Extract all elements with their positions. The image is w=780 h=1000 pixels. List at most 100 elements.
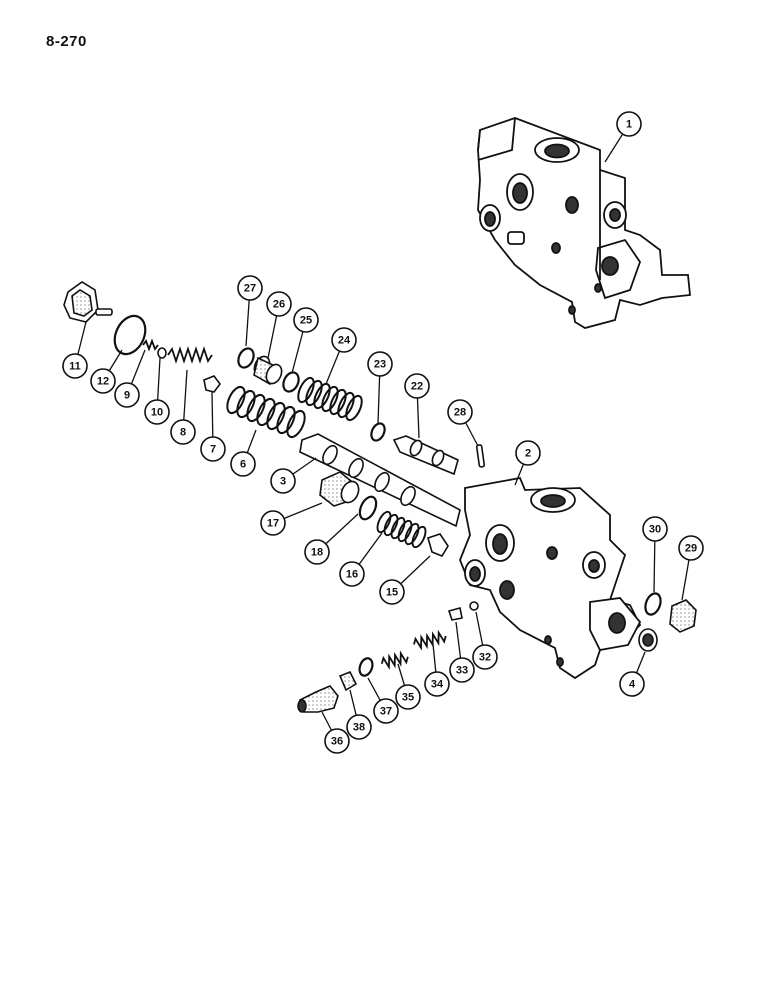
callout-circle [424,671,450,697]
callout-23: 23 [367,351,393,377]
callout-6: 6 [230,451,256,477]
callout-27: 27 [237,275,263,301]
callout-18: 18 [304,539,330,565]
callout-label: 34 [431,679,444,691]
callout-group: 1234678910111215161718222324252627282930… [62,111,704,754]
callout-circle [642,516,668,542]
callout-label: 4 [629,679,636,691]
callout-label: 33 [456,665,468,677]
callout-12: 12 [90,368,116,394]
spool-3 [299,433,461,528]
callout-label: 10 [151,407,163,419]
callout-label: 1 [626,119,632,131]
callout-30: 30 [642,516,668,542]
spool-22 [392,435,459,476]
callout-circle [395,684,421,710]
callout-29: 29 [678,535,704,561]
o-ring-12 [113,314,147,356]
callout-34: 34 [424,671,450,697]
callout-label: 24 [338,335,351,347]
washer-25 [282,371,300,393]
callout-label: 7 [210,444,216,456]
callout-label: 37 [380,706,392,718]
callout-circle [304,539,330,565]
callout-label: 25 [300,315,312,327]
valve-assembly-illustration [477,117,691,329]
o-ring-30 [644,592,662,616]
valve-body-illustration [459,476,642,680]
spring-16 [376,510,427,549]
callout-circle [114,382,140,408]
small-spring-9 [142,338,159,352]
callout-label: 29 [685,543,697,555]
callout-circle [373,698,399,724]
callout-circle [62,353,88,379]
callout-37: 37 [373,698,399,724]
callout-label: 8 [180,427,186,439]
callout-32: 32 [472,644,498,670]
poppet-7 [203,375,221,393]
poppet-15 [427,533,449,557]
callout-circle [230,451,256,477]
o-ring-18 [358,495,378,521]
callout-circle [339,561,365,587]
o-ring-37 [358,657,374,677]
callout-circle [472,644,498,670]
callout-label: 23 [374,359,386,371]
callout-8: 8 [170,419,196,445]
callout-label: 17 [267,518,279,530]
callout-33: 33 [449,657,475,683]
callout-3: 3 [270,468,296,494]
callout-35: 35 [395,684,421,710]
page-number: 8-270 [46,33,87,50]
callout-label: 36 [331,736,343,748]
callout-9: 9 [114,382,140,408]
callout-1: 1 [616,111,642,137]
callout-circle [170,419,196,445]
callout-circle [619,671,645,697]
pin-28 [475,444,486,468]
callout-label: 32 [479,652,491,664]
callout-circle [237,275,263,301]
callout-circle [90,368,116,394]
callout-label: 15 [386,587,398,599]
sleeve-26 [253,355,283,386]
callout-24: 24 [331,327,357,353]
callout-label: 3 [280,476,286,488]
callout-label: 38 [353,722,365,734]
callout-label: 35 [402,692,414,704]
callout-circle [144,399,170,425]
callout-circle [200,436,226,462]
callout-28: 28 [447,399,473,425]
callout-26: 26 [266,291,292,317]
large-spring-6 [226,385,306,439]
callout-circle [266,291,292,317]
spring-34 [413,629,447,651]
callout-36: 36 [324,728,350,754]
callout-25: 25 [293,307,319,333]
spring-35 [380,650,409,671]
callout-circle [616,111,642,137]
callout-circle [346,714,372,740]
spring-24 [297,376,363,422]
callout-circle [260,510,286,536]
callout-circle [515,440,541,466]
callout-label: 11 [69,361,81,373]
callout-circle [331,327,357,353]
fitting-36 [297,685,339,713]
callout-label: 26 [273,299,285,311]
washer-23 [370,422,386,442]
callout-7: 7 [200,436,226,462]
callout-label: 28 [454,407,466,419]
callout-label: 27 [244,283,256,295]
callout-label: 22 [411,381,423,393]
washer-10 [157,347,167,359]
callout-16: 16 [339,561,365,587]
callout-17: 17 [260,510,286,536]
callout-label: 9 [124,390,130,402]
sleeve-38 [338,670,358,692]
callout-10: 10 [144,399,170,425]
poppet-33 [447,607,463,621]
callout-circle [379,579,405,605]
o-ring-27 [237,347,255,369]
